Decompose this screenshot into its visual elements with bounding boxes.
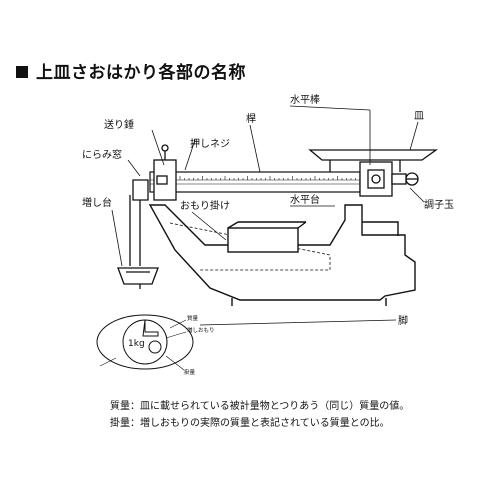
page-title: 上皿さおはかり各部の名称 (16, 58, 246, 83)
label-suiheibou: 水平棒 (290, 93, 320, 106)
inset-label-mashi-omori: 増しおもり (187, 326, 215, 334)
beam (149, 171, 361, 193)
sliding-weight (153, 144, 177, 201)
title-text: 上皿さおはかり各部の名称 (36, 63, 246, 83)
beam-scale-ticks (179, 176, 361, 180)
inset-label-kakeryou: 掛量 (184, 368, 196, 376)
pivot-block (359, 161, 419, 197)
leader-lines (111, 105, 425, 326)
note-kakeryou: 掛量：増しおもりの実際の質量と表記されている質量との比。 (110, 418, 390, 429)
label-ashi: 脚 (398, 314, 408, 327)
scale-body (148, 204, 416, 306)
pan (308, 149, 439, 172)
label-omori-kake: おもり掛け (180, 199, 230, 212)
inset-mass-text: 1kg (128, 339, 145, 349)
label-nirami-mado: にらみ窓 (82, 148, 122, 161)
inset-label-shitsuryou: 質量 (187, 314, 199, 322)
weight-hanger (117, 179, 159, 289)
label-sao: 桿 (246, 112, 256, 125)
label-suihei-dai: 水平台 (290, 193, 320, 206)
label-okuri-omori: 送り錘 (104, 118, 134, 131)
label-choushi-dama: 調子玉 (424, 198, 454, 211)
note-shitsuryou: 質量：皿に載せられている被計量物とつりあう（同じ）質量の値。 (110, 401, 410, 412)
weight-inset: 1kg 質量 増しおもり 掛量 (96, 314, 215, 376)
bullet-square (16, 66, 28, 78)
label-mashi-dai: 増し台 (82, 196, 112, 209)
label-oshi-neji: 押しネジ (190, 137, 230, 150)
label-sara: 皿 (414, 111, 424, 122)
